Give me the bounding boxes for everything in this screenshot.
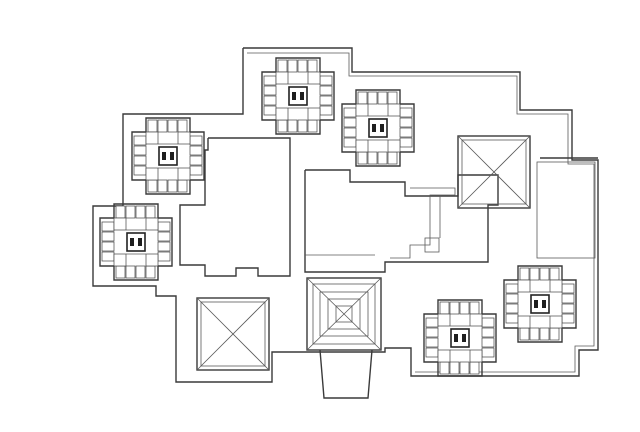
pavilion-stepped-roof [306,277,382,399]
site-boundary [92,47,599,383]
residential-towers [99,57,577,377]
tower-4 [99,203,173,281]
tower-1 [261,57,335,135]
tower-2 [341,89,415,167]
tower-3 [131,117,205,195]
courtyard-left [179,137,291,277]
tower-6 [503,265,577,343]
courtyard-right [536,157,598,259]
courtyard-center [304,169,499,273]
tower-5 [423,299,497,377]
connector-corridor [390,187,456,259]
pavilion-hip-roof-right [457,135,531,209]
pavilion-hip-roof-left [196,297,270,371]
